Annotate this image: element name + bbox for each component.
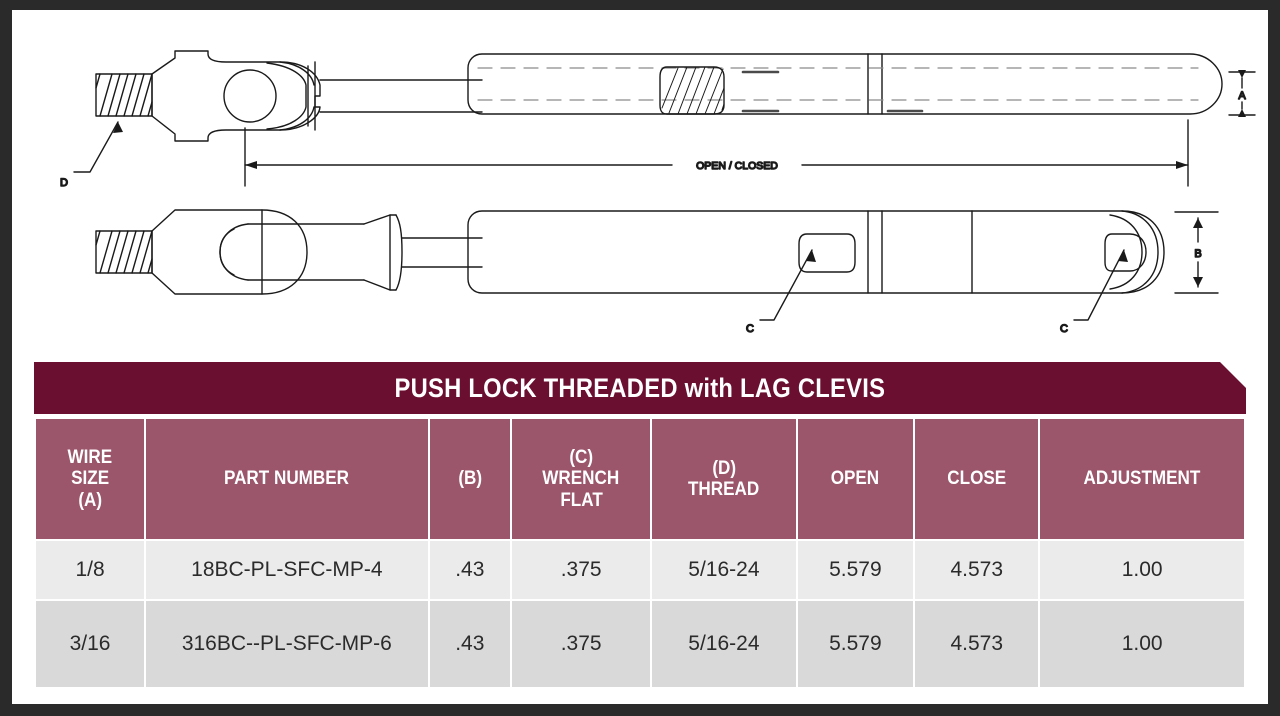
cell-adjustment: 1.00 (1040, 541, 1244, 599)
header-wire-size-l2: SIZE (71, 468, 110, 490)
table-header-row: WIRE SIZE (A) PART NUMBER (B) (C) WREN (36, 419, 1244, 539)
header-open: OPEN (797, 419, 914, 539)
cell-thread: 5/16-24 (652, 601, 796, 687)
dimension-open-closed (244, 119, 1189, 187)
label-d: D (60, 177, 68, 189)
wrench-flat-left (798, 233, 856, 273)
technical-drawing: D A (12, 10, 1268, 358)
header-part-number: PART NUMBER (146, 419, 428, 539)
header-wire-size-l1: WIRE (67, 447, 113, 469)
header-b: (B) (429, 419, 511, 539)
label-c-left: C (746, 323, 754, 335)
dimension-b (1174, 211, 1219, 294)
header-adjustment-l1: ADJUSTMENT (1083, 468, 1201, 490)
threaded-stud-top (95, 73, 153, 117)
cell-open: 5.579 (797, 541, 914, 599)
cell-wrench-flat: .375 (512, 601, 651, 687)
leader-c-left (759, 249, 816, 321)
leader-c-right (1073, 249, 1128, 321)
table-row: 3/16 316BC--PL-SFC-MP-6 .43 .375 5/16-24… (36, 601, 1244, 687)
header-adjustment: ADJUSTMENT (1040, 419, 1244, 539)
wrench-flat-right (1104, 233, 1147, 272)
cell-thread: 5/16-24 (652, 541, 796, 599)
label-c-right: C (1060, 323, 1068, 335)
header-wrench-flat-l2: WRENCH (542, 468, 620, 490)
tube-body-top (467, 53, 1223, 115)
cell-adjustment: 1.00 (1040, 601, 1244, 687)
header-wrench-flat-l3: FLAT (559, 489, 603, 511)
hidden-lines-top (477, 67, 1199, 101)
knurl-section-top (659, 66, 725, 115)
spec-table: WIRE SIZE (A) PART NUMBER (B) (C) WREN (34, 417, 1246, 689)
header-close-l1: CLOSE (947, 468, 1007, 490)
header-part-number-l1: PART NUMBER (224, 468, 350, 490)
cell-wrench-flat: .375 (512, 541, 651, 599)
taper-neck-bottom (363, 214, 483, 291)
header-open-l1: OPEN (831, 468, 880, 490)
threaded-stud-bottom (95, 230, 153, 274)
cell-part-number: 18BC-PL-SFC-MP-4 (146, 541, 428, 599)
header-wire-size: WIRE SIZE (A) (36, 419, 145, 539)
header-thread: (D) THREAD (652, 419, 796, 539)
table-row: 1/8 18BC-PL-SFC-MP-4 .43 .375 5/16-24 5.… (36, 541, 1244, 599)
cell-part-number: 316BC--PL-SFC-MP-6 (146, 601, 428, 687)
cell-close: 4.573 (915, 601, 1039, 687)
surface-ticks-top (741, 70, 924, 113)
leader-d (73, 121, 123, 173)
cell-close: 4.573 (915, 541, 1039, 599)
header-thread-l1: (D) (712, 457, 736, 479)
top-view-assembly (95, 50, 1223, 142)
header-thread-l2: THREAD (688, 479, 760, 500)
clevis-fork-bottom (151, 209, 365, 295)
stem-top (319, 79, 483, 113)
cell-b: .43 (429, 541, 511, 599)
table-title: PUSH LOCK THREADED with LAG CLEVIS (394, 372, 886, 403)
label-a: A (1238, 90, 1246, 102)
cell-wire-size: 1/8 (36, 541, 145, 599)
spec-table-block: PUSH LOCK THREADED with LAG CLEVIS WIRE … (34, 362, 1246, 689)
label-b: B (1194, 248, 1201, 260)
clevis-body-top (151, 50, 321, 142)
label-open-closed: OPEN / CLOSED (696, 160, 778, 172)
header-close: CLOSE (915, 419, 1039, 539)
header-wire-size-l3: (A) (78, 489, 102, 511)
spec-sheet: D A (12, 10, 1268, 704)
cell-b: .43 (429, 601, 511, 687)
header-b-l1: (B) (457, 468, 482, 490)
bottom-view-assembly (95, 209, 1165, 295)
cell-wire-size: 3/16 (36, 601, 145, 687)
tube-body-bottom (467, 210, 1165, 294)
cell-open: 5.579 (797, 601, 914, 687)
table-title-banner: PUSH LOCK THREADED with LAG CLEVIS (34, 362, 1246, 414)
header-wrench-flat: (C) WRENCH FLAT (512, 419, 651, 539)
header-wrench-flat-l1: (C) (569, 447, 594, 469)
dimension-a (1228, 70, 1256, 117)
